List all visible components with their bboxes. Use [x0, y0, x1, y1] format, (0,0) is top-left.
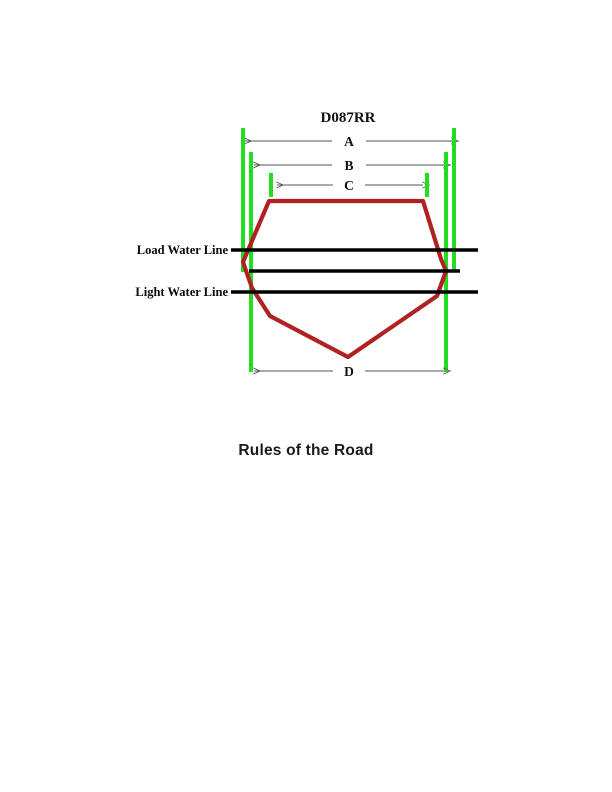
hull-section-outline [240, 198, 449, 360]
dimension-label-d: D [344, 364, 354, 379]
dimension-row-d: D [254, 364, 444, 379]
reference-lines-group [241, 128, 456, 372]
dimension-row-b: B [254, 158, 444, 173]
dimension-label-b: B [344, 158, 353, 173]
figure-caption: Rules of the Road [238, 442, 374, 459]
diagram-title: D087RR [321, 110, 376, 126]
light-water-line-label: Light Water Line [135, 285, 228, 299]
dimension-label-a: A [344, 134, 354, 149]
load-water-line-label: Load Water Line [137, 243, 229, 257]
waterlines-group [231, 248, 478, 294]
dimension-row-c: C [277, 178, 423, 193]
dimension-row-a: A [245, 134, 452, 149]
hull-section-diagram: D087RR A B C [135, 110, 478, 379]
dimension-label-c: C [344, 178, 354, 193]
